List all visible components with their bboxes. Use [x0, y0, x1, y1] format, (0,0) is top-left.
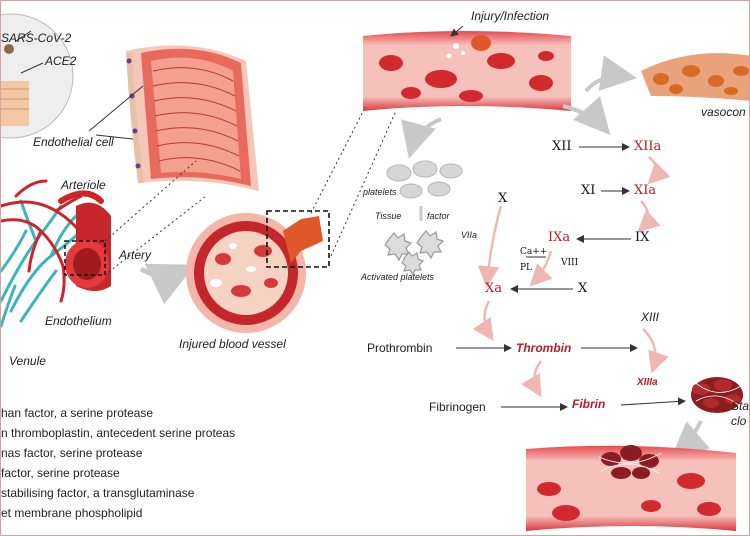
- factor-xiiia: XIIIa: [637, 377, 658, 388]
- legend-line-6: et membrane phospholipid: [1, 506, 143, 520]
- endothelium-label: Endothelium: [45, 314, 112, 328]
- factor-x-top: X: [498, 191, 508, 206]
- factor-ix: IX: [635, 230, 650, 245]
- vasoconstriction-label: vasocon: [701, 105, 746, 119]
- factor-xii: XII: [552, 139, 572, 154]
- legend-line-1: han factor, a serine protease: [1, 406, 154, 420]
- pl-label: PL: [520, 263, 533, 273]
- endothelial-cell-label: Endothelial cell: [33, 135, 114, 149]
- factor-xiia: XIIa: [634, 139, 662, 154]
- vasoconstriction-illustration: [641, 53, 749, 101]
- fibrinogen-label: Fibrinogen: [429, 400, 486, 414]
- prothrombin-label: Prothrombin: [367, 341, 433, 355]
- vessel-wall-illustration: [126, 45, 259, 191]
- injured-vessel-illustration: [186, 210, 330, 333]
- activated-platelets-label: Activated platelets: [361, 272, 435, 282]
- fibrin-label: Fibrin: [572, 397, 606, 411]
- factor-viii: VIII: [561, 258, 579, 268]
- factor-x-right: X: [578, 281, 588, 296]
- activated-platelets-illustration: [384, 230, 445, 277]
- legend-line-2: n thromboplastin, antecedent serine prot…: [1, 426, 236, 440]
- legend-line-4: factor, serine protease: [1, 466, 120, 480]
- ca-label: Ca++: [520, 247, 548, 257]
- factor-label: factor: [427, 211, 450, 221]
- arteriole-label: Arteriole: [61, 178, 106, 192]
- factor-xi: XI: [581, 183, 596, 198]
- tissue-label: Tissue: [375, 211, 402, 221]
- factor-xia: XIa: [634, 183, 657, 198]
- factor-xa: Xa: [485, 281, 503, 296]
- injury-infection-label: Injury/Infection: [471, 9, 550, 23]
- thrombin-label: Thrombin: [516, 341, 572, 355]
- vessel-injury-illustration: [363, 25, 571, 111]
- viia-label: VIIa: [461, 230, 478, 240]
- injured-vessel-label: Injured blood vessel: [179, 337, 286, 351]
- stable-clot-illustration: [691, 377, 743, 413]
- venule-label: Venule: [9, 354, 46, 368]
- artery-label: Artery: [119, 248, 152, 262]
- platelets-illustration: [386, 160, 463, 199]
- sars-cov-2-label: SARS-CoV-2: [1, 31, 72, 45]
- vessel-clot-illustration: [526, 445, 736, 531]
- artery-segment: [64, 202, 111, 291]
- ace2-label: ACE2: [45, 54, 77, 68]
- endothelial-cell-inset: [1, 13, 74, 139]
- factor-ixa: IXa: [548, 230, 571, 245]
- vascular-tree: [1, 179, 104, 328]
- stable-clot-label-2: clo: [731, 414, 747, 428]
- platelets-label: platelets: [363, 187, 397, 197]
- legend-line-5: stabilising factor, a transglutaminase: [1, 486, 195, 500]
- stable-clot-label-1: Sta: [731, 399, 750, 413]
- factor-xiii: XIII: [641, 310, 660, 324]
- legend-line-3: nas factor, serine protease: [1, 446, 143, 460]
